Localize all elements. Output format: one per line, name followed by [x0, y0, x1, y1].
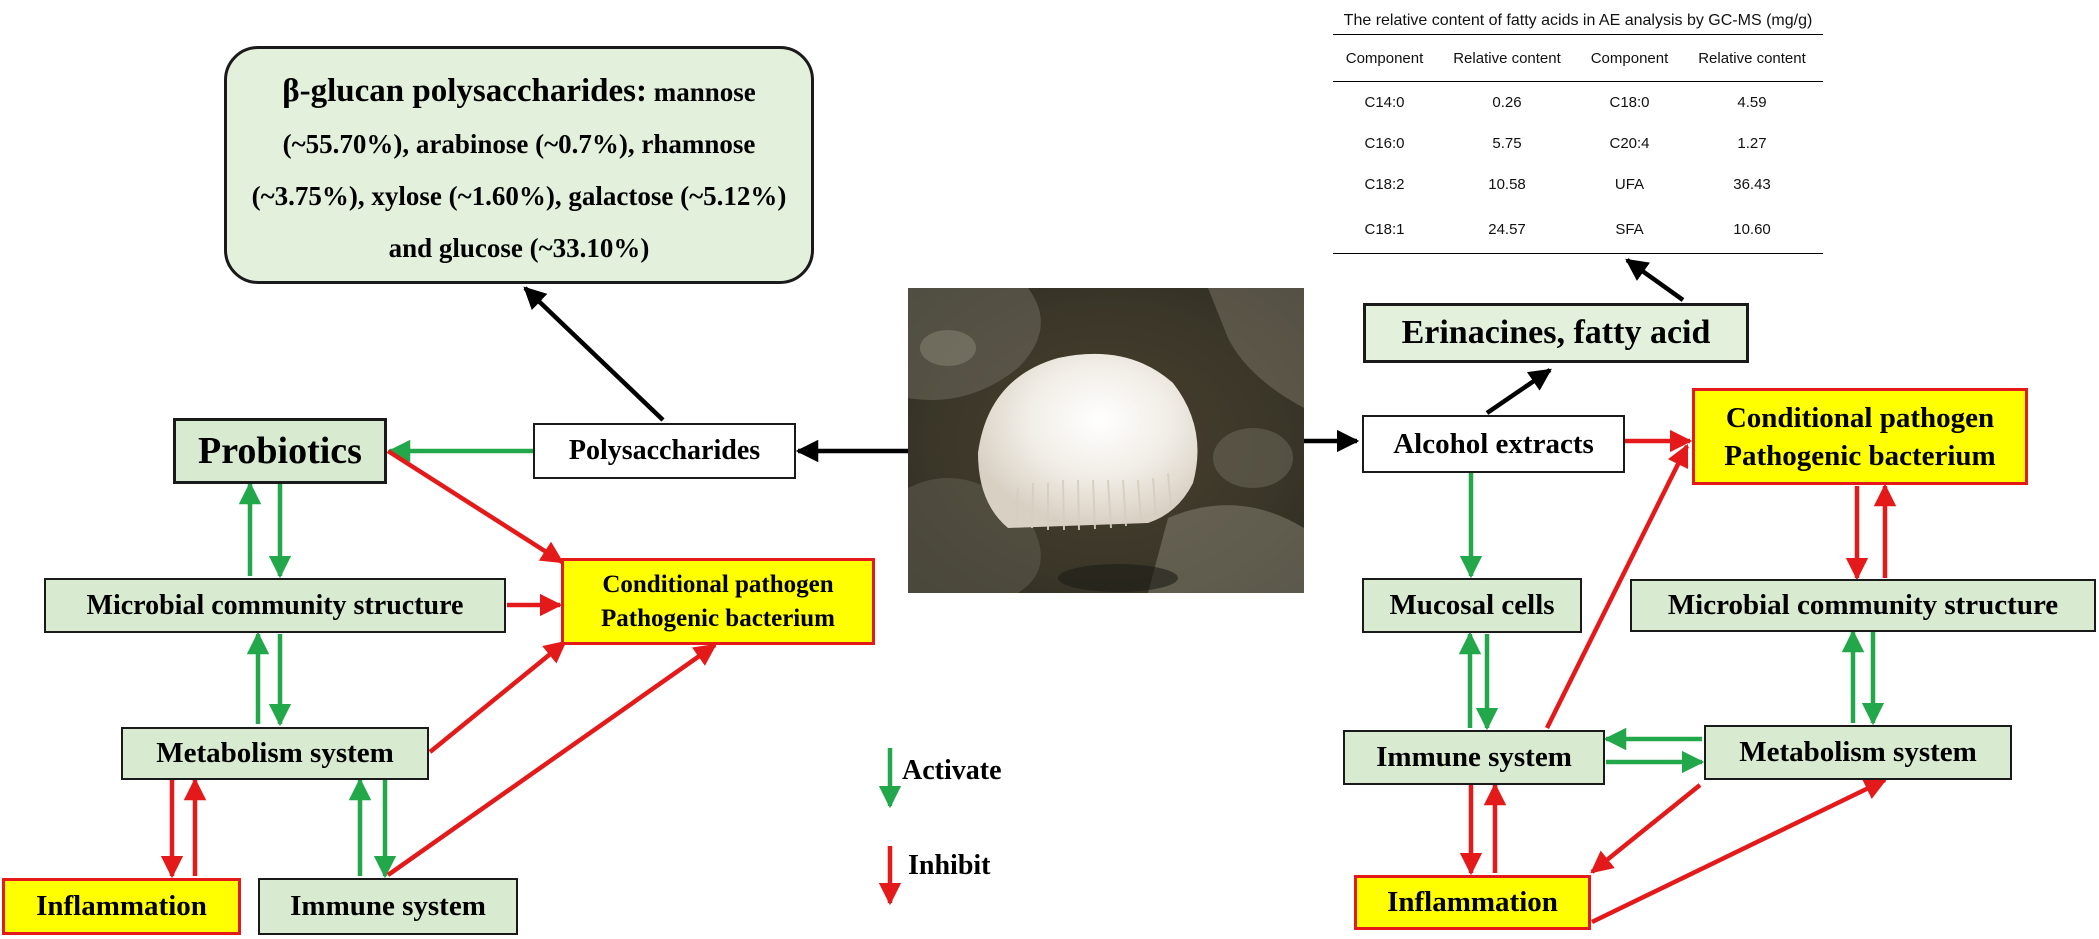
- table-cell: 4.59: [1737, 94, 1767, 111]
- table-cell: SFA: [1577, 205, 1682, 254]
- table-cell: 1.27: [1737, 135, 1767, 152]
- arrow-alcohol-to-erinacines: [1485, 368, 1552, 415]
- legend-activate-label: Activate: [902, 755, 1002, 786]
- arrow-polysaccharides-to-glucan: [523, 286, 665, 422]
- arrow-probiotics-to-pathogen-left: [386, 449, 564, 564]
- fatty-acid-table: The relative content of fatty acids in A…: [1333, 8, 1823, 254]
- table-cell: C18:2: [1364, 176, 1405, 193]
- metabolism-node-left: Metabolism system: [121, 727, 429, 780]
- inflammation-node-left: Inflammation: [2, 878, 241, 935]
- table-row: C18:2 10.58 UFA 36.43: [1333, 164, 1823, 205]
- microbial-community-node-left: Microbial community structure: [44, 578, 506, 633]
- table-row: C14:0 0.26 C18:0 4.59: [1333, 82, 1823, 124]
- table-cell: 10.58: [1488, 176, 1526, 193]
- table-cell: 10.60: [1681, 205, 1823, 254]
- pathogen-node-right: Conditional pathogen Pathogenic bacteriu…: [1692, 388, 2028, 485]
- table-cell: C18:0: [1609, 94, 1650, 111]
- microbial-community-node-right: Microbial community structure: [1630, 579, 2096, 632]
- table-cell: C16:0: [1364, 135, 1405, 152]
- arrow-immune-to-pathogen-left: [386, 643, 717, 877]
- table-row: C18:1 24.57 SFA 10.60: [1333, 205, 1823, 254]
- table-header: Component: [1577, 34, 1682, 82]
- table-header: Relative content: [1436, 34, 1578, 82]
- table-header: Relative content: [1681, 34, 1823, 82]
- pathogen-node-left: Conditional pathogen Pathogenic bacteriu…: [561, 558, 875, 645]
- metabolism-node-right: Metabolism system: [1704, 725, 2012, 780]
- arrow-erinacines-to-table: [1625, 258, 1685, 302]
- table-header: Component: [1333, 34, 1437, 82]
- legend-inhibit-label: Inhibit: [908, 850, 991, 881]
- erinacines-node: Erinacines, fatty acid: [1363, 303, 1749, 363]
- pathogen-line2-right: Pathogenic bacterium: [1724, 439, 1996, 472]
- mushroom-photo: [908, 288, 1304, 593]
- beta-glucan-title: β-glucan polysaccharides:: [282, 73, 648, 109]
- table-cell: 0.26: [1492, 94, 1522, 111]
- table-caption: The relative content of fatty acids in A…: [1343, 12, 1813, 29]
- table-row: C16:0 5.75 C20:4 1.27: [1333, 123, 1823, 164]
- pathogen-line1-right: Conditional pathogen: [1725, 401, 1995, 434]
- table-cell: C20:4: [1609, 135, 1650, 152]
- immune-node-left: Immune system: [258, 878, 518, 935]
- pathogen-line1-left: Conditional pathogen: [602, 570, 834, 598]
- arrow-immune-to-pathogen-right: [1544, 443, 1690, 730]
- table-cell: UFA: [1614, 176, 1645, 193]
- arrow-metabolism-to-inflammation-right: [1590, 783, 1702, 874]
- polysaccharides-node: Polysaccharides: [533, 423, 796, 479]
- table-cell: 24.57: [1436, 205, 1578, 254]
- alcohol-extracts-node: Alcohol extracts: [1362, 415, 1625, 473]
- immune-node-right: Immune system: [1343, 730, 1605, 785]
- probiotics-node: Probiotics: [173, 418, 387, 484]
- table-cell: C14:0: [1364, 94, 1405, 111]
- fatty-acid-table-grid: Component Relative content Component Rel…: [1333, 34, 1823, 254]
- table-header-row: Component Relative content Component Rel…: [1333, 34, 1823, 82]
- arrow-inflammation-to-metabolism-right: [1591, 777, 1888, 925]
- table-cell: 36.43: [1733, 176, 1771, 193]
- beta-glucan-composition: mannose (~55.70%), arabinose (~0.7%), rh…: [251, 77, 787, 263]
- table-cell: 5.75: [1492, 135, 1522, 152]
- arrow-metabolism-to-pathogen-left: [428, 640, 567, 754]
- table-cell: C18:1: [1333, 205, 1437, 254]
- pathogen-line2-left: Pathogenic bacterium: [601, 604, 835, 632]
- inflammation-node-right: Inflammation: [1354, 875, 1591, 930]
- mucosal-cells-node: Mucosal cells: [1362, 578, 1582, 633]
- beta-glucan-box: β-glucan polysaccharides: mannose (~55.7…: [224, 46, 814, 284]
